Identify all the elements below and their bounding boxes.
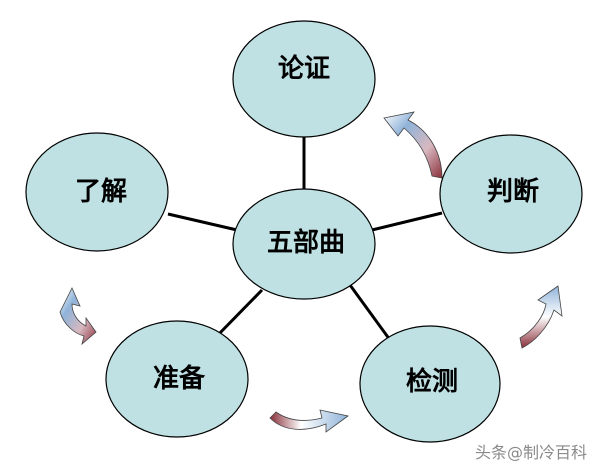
node-liaojie-label: 了解: [75, 177, 127, 207]
node-lunzheng-ellipse: [232, 20, 376, 138]
watermark: 头条@制冷百科: [474, 443, 587, 462]
node-center-label: 五部曲: [267, 228, 345, 258]
node-jiance-label: 检测: [406, 366, 458, 397]
connector-jiance: [348, 284, 392, 341]
node-zhunbei-label: 准备: [153, 364, 206, 394]
node-panduan: 判断: [439, 134, 583, 254]
node-jiance-ellipse: [359, 325, 501, 443]
node-jiance: 检测: [359, 325, 501, 443]
node-lunzheng-label: 论证: [278, 54, 330, 84]
cycle-arrow-icon: [59, 287, 97, 346]
connector-zhunbei: [213, 288, 264, 340]
node-lunzheng: 论证: [232, 20, 376, 138]
node-panduan-ellipse: [439, 134, 583, 254]
node-liaojie-ellipse: [25, 132, 169, 252]
node-liaojie: 了解: [25, 132, 169, 252]
cycle-arrows: [59, 111, 563, 433]
connector-liaojie: [167, 212, 238, 232]
node-panduan-label: 判断: [487, 176, 539, 207]
node-zhunbei-ellipse: [105, 320, 249, 438]
cycle-arrow-icon: [383, 111, 443, 179]
connectors: [167, 137, 443, 341]
node-center-ellipse: [232, 188, 376, 300]
node-center: 五部曲: [232, 188, 376, 300]
cycle-arrow-icon: [519, 285, 563, 349]
cycle-arrow-icon: [269, 409, 349, 433]
connector-panduan: [371, 211, 443, 232]
node-zhunbei: 准备: [105, 320, 249, 438]
